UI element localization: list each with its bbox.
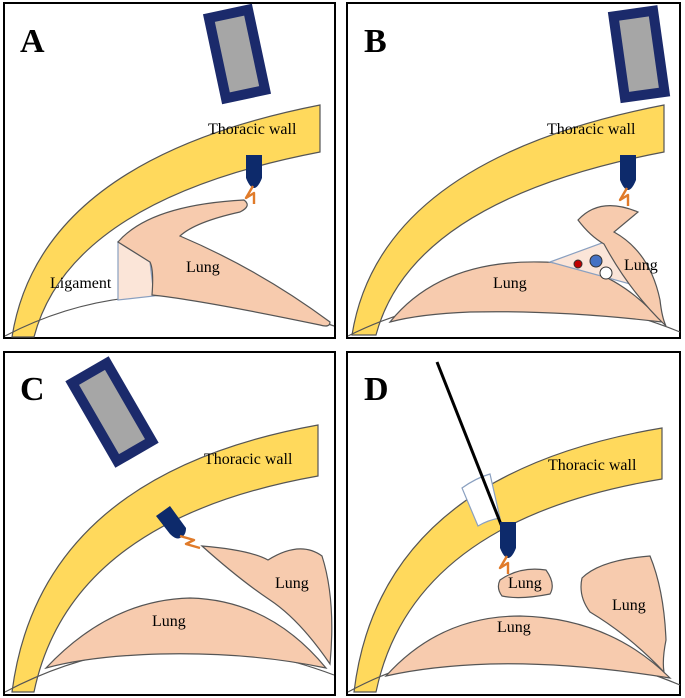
panel-d-lung-right-label: Lung xyxy=(612,597,646,614)
panel-c-thoracic-wall xyxy=(11,424,319,693)
panel-b-lung-upper-label: Lung xyxy=(624,257,658,274)
panel-c-electrode-tip xyxy=(179,534,201,550)
panel-a-probe xyxy=(202,3,272,105)
panel-b-probe xyxy=(607,5,671,104)
panel-c-electrode xyxy=(156,506,201,550)
panel-b-vessel-vein xyxy=(589,254,603,268)
panel-d-lung-lower xyxy=(384,615,672,679)
panel-a-wall-label: Thoracic wall xyxy=(208,121,297,138)
panel-a-thoracic-wall xyxy=(11,104,321,338)
panel-d-wall-label: Thoracic wall xyxy=(548,457,637,474)
panel-b-electrode xyxy=(618,155,636,206)
panel-b-wall-label: Thoracic wall xyxy=(547,121,636,138)
panel-b-bronchus xyxy=(599,266,613,280)
panel-b: B Thoracic wall Lung Lung xyxy=(346,2,681,339)
panel-d-lung-small xyxy=(497,568,553,599)
panel-a: A Thoracic wall Lung Ligament xyxy=(3,2,336,339)
panel-d-thoracic-wall xyxy=(353,427,663,693)
panel-c-letter: C xyxy=(20,371,45,408)
panel-c-wall-label: Thoracic wall xyxy=(204,451,293,468)
panel-b-lung-lower-label: Lung xyxy=(493,275,527,292)
panel-a-letter: A xyxy=(20,23,45,60)
panel-c: C Thoracic wall Lung Lung xyxy=(3,351,336,696)
panel-c-lung-lower-label: Lung xyxy=(152,613,186,630)
panel-c-lung-upper xyxy=(200,545,333,666)
panel-a-lung xyxy=(117,199,331,327)
panel-b-letter: B xyxy=(364,23,387,60)
panel-c-lung-lower xyxy=(44,597,328,670)
panel-b-electrode-tip xyxy=(618,187,630,206)
panel-d-lung-right xyxy=(580,555,667,674)
panel-d-electrode-tip xyxy=(498,555,510,574)
panel-a-ligament-label: Ligament xyxy=(50,275,112,292)
panel-d: D Thoracic wall Lung Lung Lung xyxy=(346,351,681,696)
panel-c-lung-upper-label: Lung xyxy=(275,575,309,592)
panel-d-electrode xyxy=(498,522,516,574)
panel-b-lung-upper xyxy=(577,205,667,327)
panel-d-lung-lower-label: Lung xyxy=(497,619,531,636)
panel-a-electrode-tip xyxy=(244,185,256,204)
panel-a-lung-label: Lung xyxy=(186,259,220,276)
panel-d-thoracoscope-shaft xyxy=(435,361,506,533)
panel-d-lung-small-label: Lung xyxy=(508,575,542,592)
panel-d-letter: D xyxy=(364,371,389,408)
panel-b-thoracic-wall xyxy=(351,104,665,336)
panel-c-probe xyxy=(65,356,159,468)
panel-b-vessel-artery xyxy=(573,259,583,269)
panel-a-electrode xyxy=(244,155,262,204)
